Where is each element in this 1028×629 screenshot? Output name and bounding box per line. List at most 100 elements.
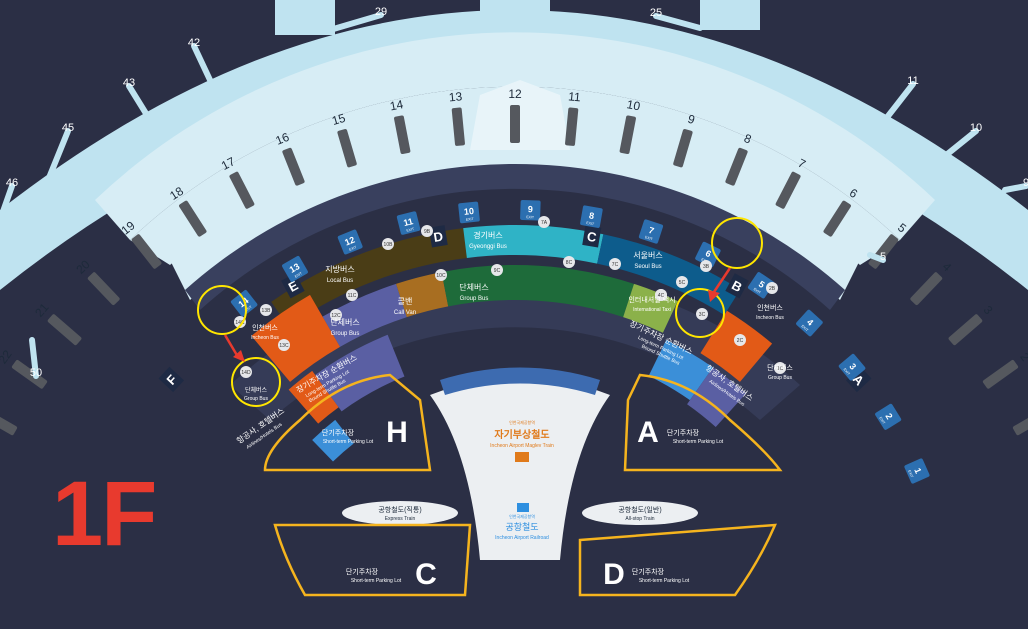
gate-label: 42: [188, 37, 200, 49]
arrow-3-to-3c: [712, 267, 732, 293]
jetway-bar: [282, 147, 305, 186]
band-seoul-ko: 서울버스: [633, 250, 662, 260]
zone-marker-bg: [582, 225, 602, 248]
jetway-label: 9: [686, 112, 697, 127]
jetway: 20: [73, 257, 120, 306]
exit-marker-bg: [904, 458, 930, 484]
parking-d-en: Short-term Parking Lot: [639, 578, 690, 584]
jetway-bar: [510, 105, 520, 143]
jetway-label: 8: [742, 131, 754, 147]
gate-stub: [1002, 183, 1028, 193]
parking-c-ko: 단기주차장: [346, 567, 379, 576]
band-callvan-ko: 콜밴: [398, 297, 413, 306]
zone-marker: B: [725, 273, 749, 299]
band-gyeonggi-en: Gyeonggi Bus: [469, 244, 507, 250]
jetway-label: 16: [274, 130, 292, 148]
bus-stop: 2B: [766, 282, 778, 294]
jetway-bar: [775, 171, 801, 209]
bus-stop-label: 12C: [331, 313, 341, 319]
bus-stop: 11C: [346, 289, 358, 301]
band-incheon-left-en: Incheon Bus: [251, 335, 279, 341]
bus-stop-dot: [330, 309, 342, 321]
arrow-head-3c: [708, 290, 720, 302]
zone-letter: D: [432, 229, 444, 245]
band-orange-stripe: [288, 370, 339, 424]
band-incheon-right-en: Incheon Bus: [756, 315, 784, 321]
zone-marker-bg: [158, 366, 185, 393]
exit-sub: EXIT: [294, 271, 303, 279]
bus-stop-dot: [346, 289, 358, 301]
bus-stop: 8C: [563, 256, 575, 268]
exit-number: 2: [883, 412, 894, 422]
band-14d: [312, 419, 354, 462]
exit-number: 5: [757, 279, 767, 290]
jetway: 8: [725, 131, 754, 186]
jetway-label: 4: [940, 260, 955, 275]
bus-stop-dot: [676, 276, 688, 288]
express-ko: 공항철도(직통): [378, 505, 421, 514]
bus-stop-label: 3B: [703, 264, 710, 270]
gate-label: 29: [375, 6, 387, 18]
gate-label: 5: [880, 251, 886, 263]
jetway-label: 20: [73, 257, 93, 277]
parking-lot-a: [623, 373, 783, 472]
band-gyeonggi-ko: 경기버스: [473, 230, 502, 240]
bus-stop-dot: [696, 308, 708, 320]
bus-stop-label: 10C: [436, 273, 446, 279]
maglev-en: Incheon Airport Maglev Train: [490, 443, 554, 449]
jetway-bar: [11, 359, 48, 389]
bus-stop-label: 8C: [566, 260, 573, 266]
jetway-bar: [131, 234, 162, 269]
jetway: 15: [330, 111, 357, 168]
railroad-small: 인천국제공항역: [509, 513, 535, 519]
band-group-outer-ko: 단체버스: [459, 282, 488, 292]
jetway: 13: [448, 89, 465, 146]
gate-stub: [867, 252, 886, 263]
bus-stop: 7A: [538, 216, 550, 228]
bus-stop: 14C: [234, 316, 246, 328]
band-group-outer-en: Group Bus: [460, 296, 489, 302]
exit-marker-bg: [396, 211, 421, 235]
exit-sub: EXIT: [348, 245, 358, 252]
band-group-right-ko: 단체버스: [767, 363, 793, 372]
exit-number: 11: [402, 216, 414, 228]
bus-stop: 7C: [609, 258, 621, 270]
jetway: 14: [389, 97, 411, 155]
bus-stop-label: 3C: [699, 312, 706, 318]
bus-stop-label: 9B: [424, 229, 431, 235]
parking-h-en: Short-term Parking Lot: [323, 439, 374, 445]
bus-stop-label: 5C: [679, 280, 686, 286]
gate-stub: [327, 12, 384, 33]
parking-lot-d: [578, 523, 777, 597]
exit-number: 14: [236, 295, 250, 309]
exit-marker-bg: [638, 219, 664, 244]
transport-center: [430, 377, 610, 560]
railroad-en: Incheon Airport Railroad: [495, 535, 549, 541]
jetway-label: 13: [448, 89, 463, 104]
parking-c-en: Short-term Parking Lot: [351, 578, 402, 584]
jetway-bar: [87, 272, 120, 306]
exit-number: 8: [588, 210, 595, 221]
bus-stop-label: 13C: [279, 343, 289, 349]
bus-stop-dot: [538, 216, 550, 228]
jetway-bar: [565, 107, 579, 146]
band-incheon-right-ko: 인천버스: [757, 303, 783, 312]
parking-a-en: Short-term Parking Lot: [673, 439, 724, 445]
bus-stop: 4C: [655, 289, 667, 301]
bus-stop-dot: [563, 256, 575, 268]
exit-marker-bg: [458, 201, 480, 224]
bus-stop-label: 4C: [658, 293, 665, 299]
exit-sub: EXIT: [466, 217, 475, 222]
railroad-icon: [517, 503, 529, 512]
bus-stop: 13B: [260, 304, 272, 316]
bus-stop: 10B: [382, 238, 394, 250]
bus-stop: 13C: [278, 339, 290, 351]
jetway: 16: [274, 130, 305, 186]
bus-stop-dot: [491, 264, 503, 276]
jetway-label: 22: [0, 347, 15, 366]
allstop-train-platform: [582, 501, 698, 525]
exit-number: 3: [847, 361, 858, 371]
